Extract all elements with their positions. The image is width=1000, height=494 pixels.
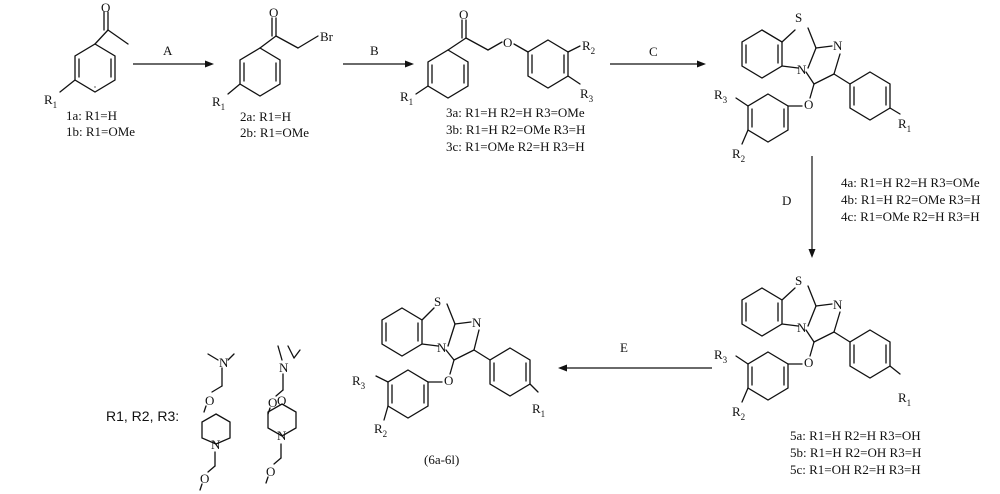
substituent-prefix-label: R1, R2, R3: [106,408,179,424]
svg-text:N: N [211,437,221,452]
r1-substituent: R1 [212,94,225,112]
compound-5-phenol: S N N O R3 R2 R1 [714,273,911,422]
carbonyl-oxygen-atom: O [269,5,278,20]
bromine-atom: Br [320,29,334,44]
bridgehead-nitrogen-atom: N [797,320,807,335]
reaction-arrow-c: C [610,44,706,68]
compound-4c-label: 4c: R1=OMe R2=H R3=H [841,209,980,224]
substituent-dimethylaminoethoxy: N O [203,353,235,413]
reaction-arrow-e: E [558,340,712,372]
step-a-label: A [163,43,173,58]
carbonyl-oxygen-atom: O [101,0,110,15]
compound-2-bromoacetophenone: O Br R1 [212,5,334,112]
r2-substituent: R2 [582,38,595,56]
r1-substituent: R1 [532,401,545,419]
sulfur-atom: S [795,273,802,288]
svg-text:O: O [268,395,277,410]
step-c-label: C [649,44,658,59]
r1-substituent: R1 [400,89,413,107]
reaction-arrow-a: A [133,43,214,68]
sulfur-atom: S [434,294,441,309]
svg-text:O: O [200,471,209,486]
r2-substituent: R2 [732,404,745,422]
svg-text:N: N [219,355,229,370]
compound-2a-label: 2a: R1=H [240,109,291,124]
compound-1-acetophenone: O R1 [44,0,129,110]
svg-text:O: O [266,464,275,479]
imidazole-nitrogen-atom: N [833,297,843,312]
r1-substituent: R1 [898,390,911,408]
compound-1b-label: 1b: R1=OMe [66,124,135,139]
compound-3b-label: 3b: R1=H R2=OMe R3=H [446,122,585,137]
ether-oxygen-atom: O [444,373,453,388]
svg-text:N: N [277,428,287,443]
step-b-label: B [370,43,379,58]
carbonyl-oxygen-atom: O [459,7,468,22]
compound-5a-label: 5a: R1=H R2=H R3=OH [790,428,921,443]
compound-5b-label: 5b: R1=H R2=OH R3=H [790,445,921,460]
svg-text:N: N [279,360,289,375]
r3-substituent: R3 [580,86,594,104]
ether-oxygen-atom: O [804,97,813,112]
imidazole-nitrogen-atom: N [472,315,482,330]
r3-substituent: R3 [352,373,366,391]
bridgehead-nitrogen-atom: N [437,340,447,355]
substituent-diethylaminoethoxy: N O [267,345,301,415]
substituent-morpholinylethoxy: O N O [265,393,297,484]
compound-3c-label: 3c: R1=OMe R2=H R3=H [446,139,585,154]
ether-oxygen-atom: O [503,35,512,50]
step-e-label: E [620,340,628,355]
compound-1a-label: 1a: R1=H [66,108,117,123]
compound-3a-label: 3a: R1=H R2=H R3=OMe [446,105,585,120]
svg-text:O: O [277,393,286,408]
compound-4b-label: 4b: R1=H R2=OMe R3=H [841,192,980,207]
ether-oxygen-atom: O [804,355,813,370]
compound-5c-label: 5c: R1=OH R2=H R3=H [790,462,921,477]
r1-substituent: R1 [44,92,57,110]
svg-text:O: O [205,393,214,408]
reaction-arrow-d: D [782,156,816,258]
sulfur-atom: S [795,10,802,25]
substituent-piperidinylethoxy: N O [199,413,231,491]
reaction-arrow-b: B [343,43,414,68]
r2-substituent: R2 [732,146,745,164]
bridgehead-nitrogen-atom: N [797,62,807,77]
compound-6-label: (6a-6l) [424,452,459,467]
r2-substituent: R2 [374,421,387,439]
step-d-label: D [782,193,791,208]
compound-4a-label: 4a: R1=H R2=H R3=OMe [841,175,980,190]
r3-substituent: R3 [714,347,728,365]
compound-6-final-product: S N N O R3 R2 R1 [352,294,545,439]
compound-4-imidazobenzothiazole: S N N O R3 R2 R1 [714,10,911,164]
imidazole-nitrogen-atom: N [833,38,843,53]
r1-substituent: R1 [898,116,911,134]
r3-substituent: R3 [714,87,728,105]
compound-2b-label: 2b: R1=OMe [240,125,309,140]
compound-3-aryloxy-ketone: O O R2 R3 R1 [400,7,595,107]
